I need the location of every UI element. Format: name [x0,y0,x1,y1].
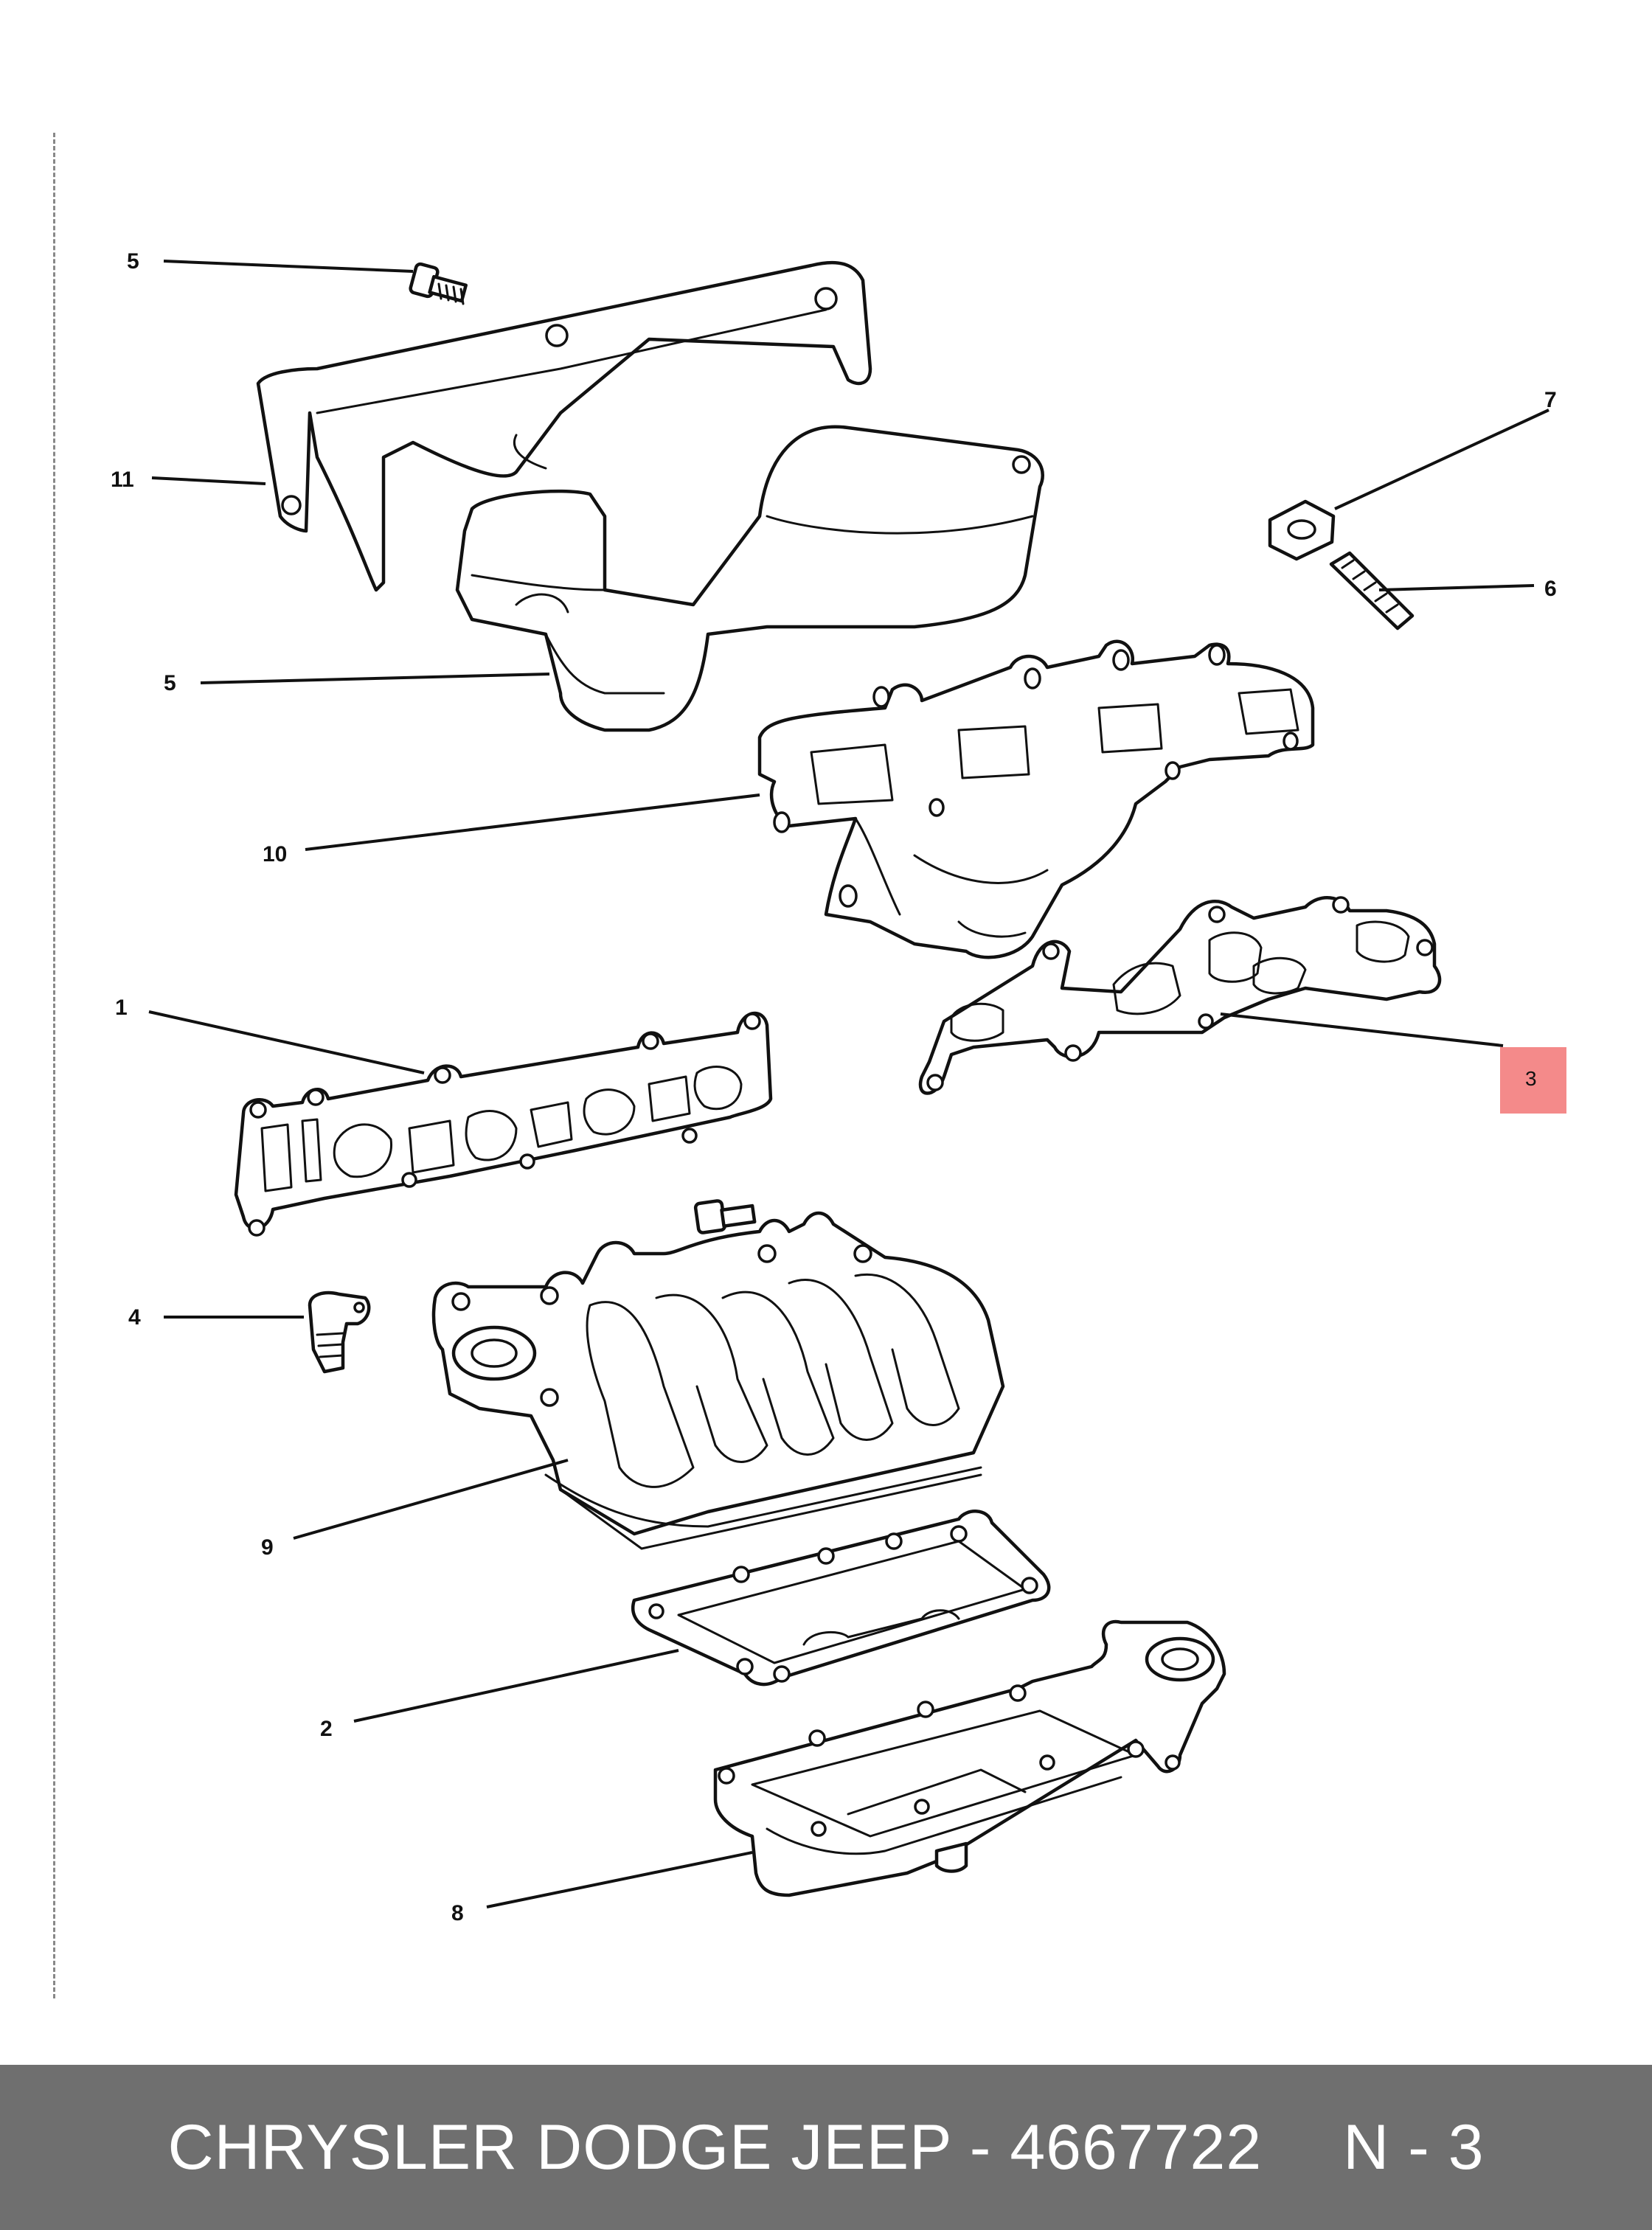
callout-10: 10 [263,842,287,866]
leader-lines [148,260,1549,1908]
intake-bolt-part [693,1199,757,1234]
exhaust-gasket-part [918,896,1442,1095]
heat-shield-part [256,260,872,592]
callout-3: 3 [1525,1067,1537,1090]
callout-5-top: 5 [127,249,139,274]
callout-4: 4 [128,1305,141,1330]
heat-shield-lower-part [455,425,1044,732]
plenum-gasket-part [631,1510,1051,1687]
callout-3-highlight [1500,1047,1566,1114]
page-margin-line [53,133,55,1998]
footer-banner: CHRYSLER DODGE JEEP - 4667722 N - 3 [0,2065,1652,2230]
callout-2: 2 [320,1717,333,1741]
stud-part [1329,551,1415,631]
nut-part [1268,499,1336,561]
intake-gasket-part [234,1011,773,1237]
plenum-lower-part [713,1619,1226,1897]
bolt-5-top-part [409,262,468,305]
intake-manifold-part [431,1211,1005,1550]
callout-5-mid: 5 [164,671,176,695]
elbow-fitting-part [308,1291,371,1374]
footer-ref: N - 3 [1343,2111,1485,2183]
callout-1: 1 [115,996,128,1020]
callout-8: 8 [451,1901,464,1925]
exploded-parts-diagram: 5 11 5 10 7 6 3 1 4 9 2 8 [111,249,1566,1925]
callout-9: 9 [261,1535,274,1560]
callout-6: 6 [1544,577,1557,601]
callout-11: 11 [111,468,134,492]
footer-title: CHRYSLER DODGE JEEP - 4667722 [167,2111,1263,2183]
callout-7: 7 [1544,388,1557,412]
exhaust-manifold-part [757,639,1315,959]
